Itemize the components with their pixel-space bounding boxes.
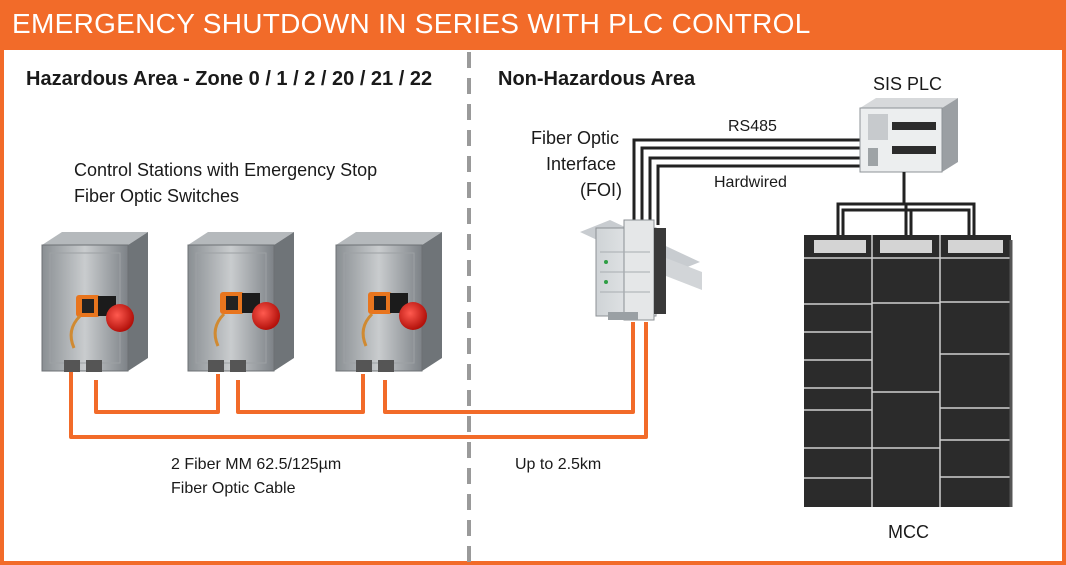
control-station-2 xyxy=(187,232,294,372)
hardwired-label: Hardwired xyxy=(714,174,787,191)
page-title: EMERGENCY SHUTDOWN IN SERIES WITH PLC CO… xyxy=(12,8,811,39)
cable-label-line2: Fiber Optic Cable xyxy=(171,480,296,497)
non-hazardous-area-label: Non-Hazardous Area xyxy=(498,68,696,90)
hazardous-area-label: Hazardous Area - Zone 0 / 1 / 2 / 20 / 2… xyxy=(26,68,433,90)
rs485-wire xyxy=(632,138,868,225)
control-stations-label-line2: Fiber Optic Switches xyxy=(74,186,240,206)
control-station-3 xyxy=(335,232,442,372)
foi-label-line3: (FOI) xyxy=(580,180,622,200)
mcc-label: MCC xyxy=(888,522,929,542)
sis-plc-device xyxy=(859,98,958,173)
control-stations-label-line1: Control Stations with Emergency Stop xyxy=(74,160,378,180)
plc-to-mcc-bus xyxy=(836,172,976,235)
fiber-cable xyxy=(69,322,648,439)
title-bar: EMERGENCY SHUTDOWN IN SERIES WITH PLC CO… xyxy=(0,0,1066,50)
hardwired-wire xyxy=(648,156,866,225)
sis-plc-label: SIS PLC xyxy=(873,74,943,94)
fiber-optic-interface-device xyxy=(580,219,702,321)
distance-label: Up to 2.5km xyxy=(515,456,602,473)
foi-label-line2: Interface xyxy=(546,154,617,174)
control-station-1 xyxy=(41,232,148,372)
foi-label-line1: Fiber Optic xyxy=(531,128,620,148)
mcc-cabinet xyxy=(804,235,1013,507)
cable-label-line1: 2 Fiber MM 62.5/125µm xyxy=(171,456,342,473)
rs485-label: RS485 xyxy=(728,118,777,135)
